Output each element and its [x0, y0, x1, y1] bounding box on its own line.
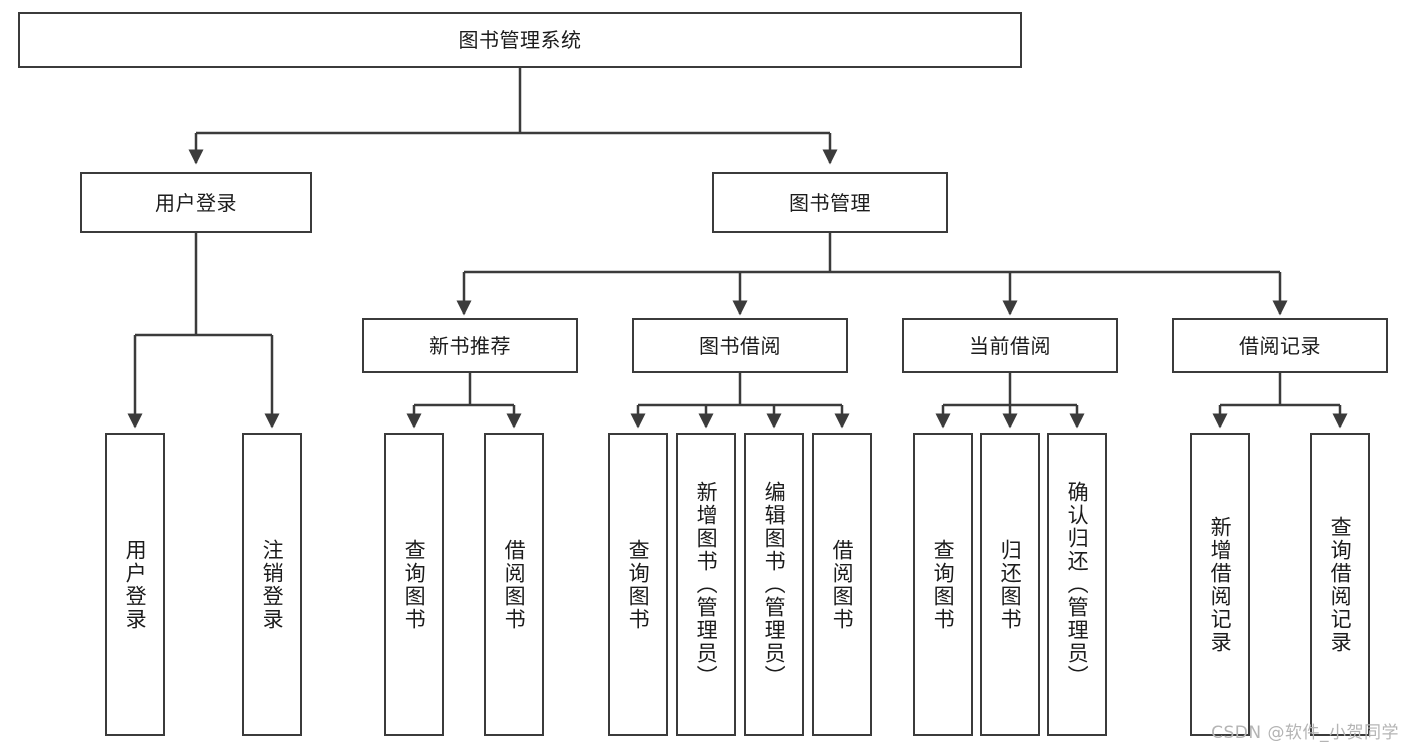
leaf-new-book-query-book[interactable]: 查询图书: [384, 433, 444, 736]
leaf-label: 归还图书: [998, 538, 1023, 631]
leaf-current-borrow-query-book[interactable]: 查询图书: [913, 433, 973, 736]
leaf-label: 新增图书（管理员）: [694, 481, 719, 688]
leaf-book-borrow-borrow-book[interactable]: 借阅图书: [812, 433, 872, 736]
node-new-book-recommend[interactable]: 新书推荐: [362, 318, 578, 373]
leaf-book-borrow-query-book[interactable]: 查询图书: [608, 433, 668, 736]
node-root-system[interactable]: 图书管理系统: [18, 12, 1022, 68]
node-book-borrow[interactable]: 图书借阅: [632, 318, 848, 373]
leaf-label: 查询图书: [626, 538, 651, 631]
node-current-borrow[interactable]: 当前借阅: [902, 318, 1118, 373]
leaf-label: 注销登录: [260, 538, 285, 631]
leaf-new-book-borrow-book[interactable]: 借阅图书: [484, 433, 544, 736]
leaf-borrow-record-query-record[interactable]: 查询借阅记录: [1310, 433, 1370, 736]
watermark-text: CSDN @软件_小贺同学: [1211, 723, 1399, 743]
leaf-current-borrow-confirm-return-admin[interactable]: 确认归还（管理员）: [1047, 433, 1107, 736]
leaf-book-borrow-edit-book-admin[interactable]: 编辑图书（管理员）: [744, 433, 804, 736]
leaf-borrow-record-add-record[interactable]: 新增借阅记录: [1190, 433, 1250, 736]
leaf-label: 编辑图书（管理员）: [762, 481, 787, 688]
node-book-management[interactable]: 图书管理: [712, 172, 948, 233]
leaf-user-login-login[interactable]: 用户登录: [105, 433, 165, 736]
leaf-current-borrow-return-book[interactable]: 归还图书: [980, 433, 1040, 736]
node-borrow-record[interactable]: 借阅记录: [1172, 318, 1388, 373]
leaf-label: 查询图书: [402, 538, 427, 631]
node-user-login[interactable]: 用户登录: [80, 172, 312, 233]
leaf-label: 确认归还（管理员）: [1065, 481, 1090, 688]
leaf-label: 用户登录: [123, 538, 148, 631]
leaf-label: 新增借阅记录: [1208, 515, 1233, 654]
leaf-label: 查询图书: [931, 538, 956, 631]
leaf-label: 查询借阅记录: [1328, 515, 1353, 654]
leaf-book-borrow-add-book-admin[interactable]: 新增图书（管理员）: [676, 433, 736, 736]
leaf-label: 借阅图书: [502, 538, 527, 631]
leaf-label: 借阅图书: [830, 538, 855, 631]
leaf-user-login-logout[interactable]: 注销登录: [242, 433, 302, 736]
